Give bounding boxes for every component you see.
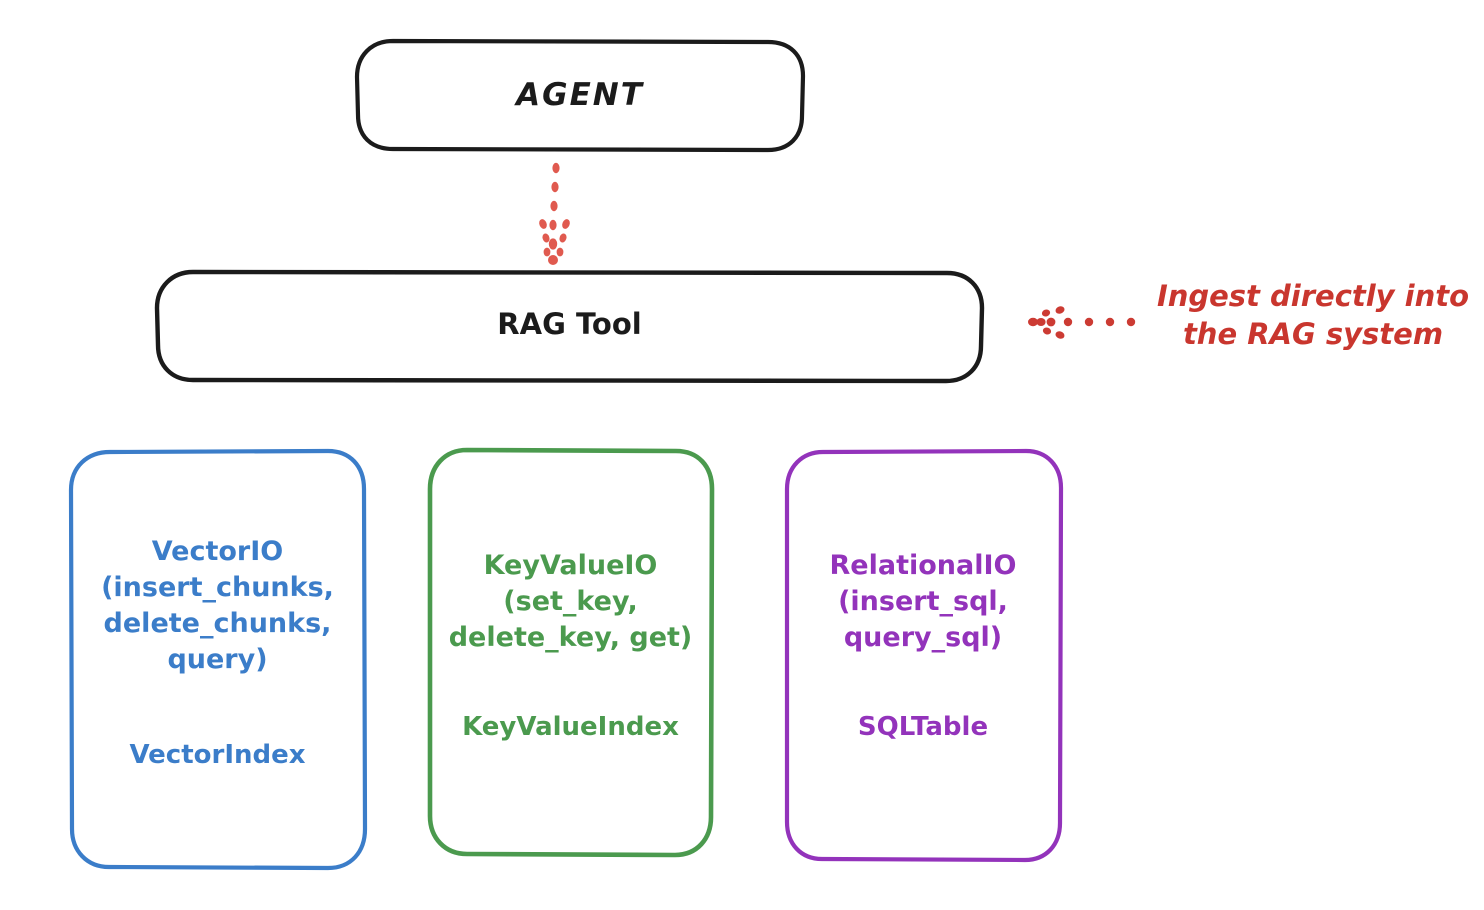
keyvalue-store-box[interactable] <box>427 447 715 858</box>
vector-store-box[interactable] <box>68 448 368 871</box>
keyvalue-io-api-label: KeyValueIO (set_key, delete_key, get) <box>448 550 693 653</box>
vector-io-api-label: VectorIO (insert_chunks, delete_chunks, … <box>101 536 334 675</box>
ingest-arrow <box>1028 306 1136 339</box>
relational-io-api-label: RelationalIO (insert_sql, query_sql) <box>829 550 1017 653</box>
ingest-annotation-text: Ingest directly into the RAG system <box>1156 279 1470 351</box>
rag-tool-box[interactable] <box>154 269 985 384</box>
keyvalue-index-label: KeyValueIndex <box>462 712 679 742</box>
vector-index-label: VectorIndex <box>129 740 306 770</box>
relational-store-box[interactable] <box>784 448 1064 863</box>
agent-box[interactable] <box>354 38 806 153</box>
agent-to-rag-arrow <box>539 162 570 265</box>
sql-table-label: SQLTable <box>857 712 989 742</box>
